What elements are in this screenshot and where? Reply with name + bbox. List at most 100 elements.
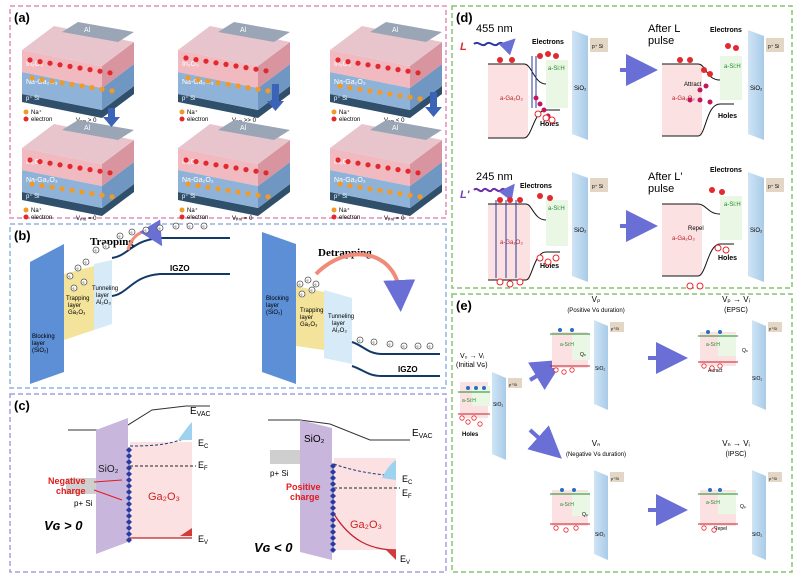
electron [370,338,378,346]
vnvi-psi [768,472,782,482]
vpvi-asih-label: a-Si:H [706,342,720,348]
vn-label: Vₙ(Negative Vɢ duration) [566,439,626,458]
electron [66,272,74,280]
electron-dot [67,63,73,69]
psi-label: p⁺ Si [334,193,348,200]
electron-dot [405,68,411,74]
electron-dot [253,66,259,72]
psi-label-d3: p⁺ Si [592,184,603,190]
electron-sign: e [77,266,80,271]
electron-dot [365,62,371,68]
na-dot [49,78,55,84]
layer-in2o3-front [22,50,102,88]
sio2-d3 [572,172,588,282]
electron [296,280,304,288]
vn-qp-label: Qₚ [582,512,588,518]
electron-dot [725,43,731,49]
na-dot [407,192,413,198]
detrap-arrow [314,252,416,312]
panel-b-label: (b) [14,228,31,243]
electron-dot [57,62,63,68]
panel-c-border [9,393,447,573]
initial-label: V₀ → Vᵢ(Initial Vɢ) [456,353,488,369]
na-dot [255,192,261,198]
electron-dot [213,162,219,168]
layer-in2o3-front [22,148,102,186]
electron-dot [203,160,209,166]
layer-psi-side [22,86,134,118]
electron-dot [77,65,83,71]
legend-electron-dot [331,214,337,220]
electron-dot [415,170,421,176]
legend-na-label: Na⁺ [339,207,350,214]
electron-sign: e [301,292,304,297]
trapped-charge [707,99,713,105]
light-wave-245 [473,183,515,202]
electron-sign: e [403,344,406,349]
electron-dot [415,70,421,76]
na-dot [79,189,85,195]
electron-dot [497,57,503,63]
asih-label-d2: a-Si:H [724,64,741,70]
electron-dot [497,197,503,203]
electron-sign: e [145,228,148,233]
attract-label-e: Attract [708,368,723,374]
sio2-left [96,418,128,554]
electron [142,226,150,234]
electron-dot [385,65,391,71]
vpvi-qn-label: Qₙ [742,348,748,354]
igzo-label-right: IGZO [398,365,418,374]
hole-dot [477,421,483,427]
psi-label: p⁺ Si [182,95,196,102]
vpvi-sio2 [752,320,766,410]
na-dot [69,187,75,193]
electron-sign: e [203,224,206,229]
igzo-vb-left [111,273,230,297]
wavelength-455: 455 nm [476,23,513,35]
trap-state [330,511,336,517]
cb-d1 [488,63,560,85]
electron-dot [263,68,269,74]
asih-4 [720,196,742,240]
na-dot [397,93,403,99]
electron-sign: e [315,282,318,287]
sio2-right [300,420,332,560]
hole-dot [573,525,579,531]
nagao-label: Na-Ga₂O₃ [26,177,58,184]
legend-na-dot [23,109,29,115]
asih-label-d3: a-Si:H [548,206,565,212]
hole-dot [701,363,707,369]
na-dot [225,81,231,87]
panel-d-border [451,5,793,289]
na-dot [195,77,201,83]
na-dot [185,181,191,187]
vb-d2 [662,103,734,137]
electron-dot [547,195,553,201]
hole-dot [536,254,544,262]
electron-dot [223,163,229,169]
e0-asih [472,386,490,406]
electron-dot [466,386,470,390]
psi-d4 [766,178,784,192]
na-dot [59,80,65,86]
electron-sign: e [105,244,108,249]
trap-state [126,489,132,495]
trap-state [126,459,132,465]
electron-sign: e [299,282,302,287]
electron-dot [509,57,515,63]
hole-dot [471,415,477,421]
electron-sign: e [131,230,134,235]
electron-dot [97,168,103,174]
electron [156,224,164,232]
legend-na-dot [331,109,337,115]
asih-1 [546,60,568,108]
electron-dot [507,197,513,203]
electron-dot [27,157,33,163]
na-dot [417,96,423,102]
vn-vi-label: Vₙ → Vᵢ(IPSC) [722,439,750,458]
